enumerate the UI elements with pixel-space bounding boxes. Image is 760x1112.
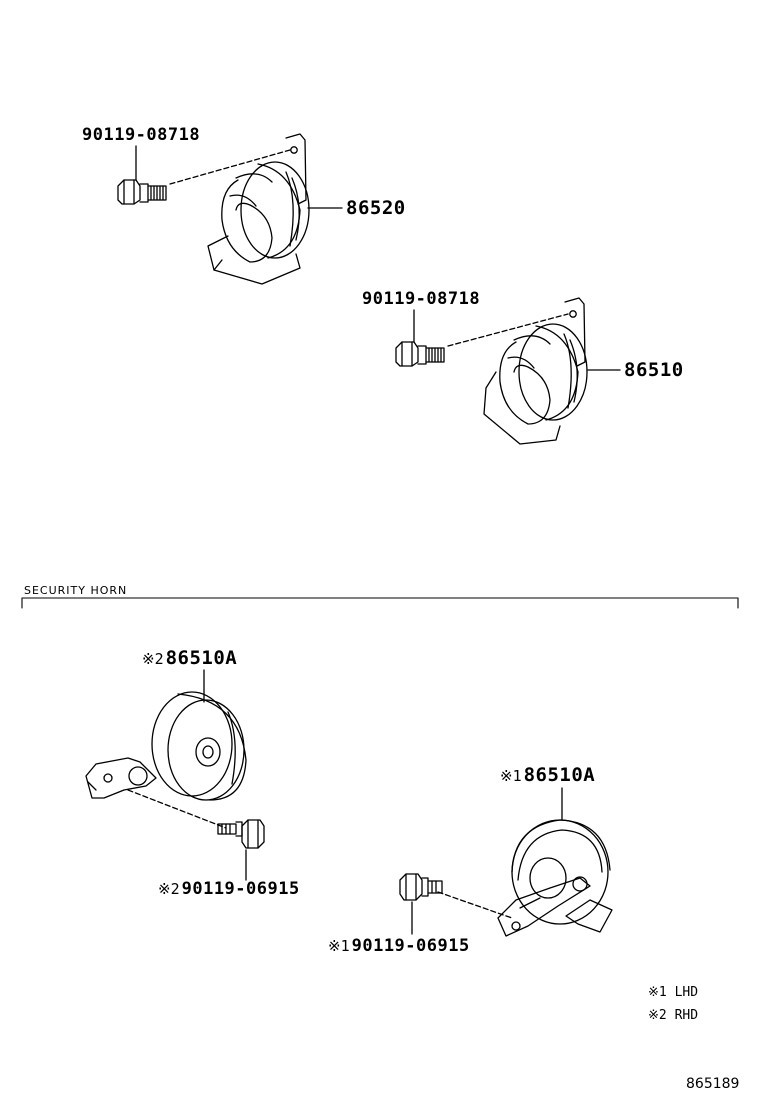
security-section-title: SECURITY HORN [24,584,128,597]
bolt-lhd-illustration [399,873,443,901]
part-label-bolt-upper[interactable]: 90119-08718 [82,125,201,145]
part-label-horn-86510[interactable]: 86510 [624,359,684,381]
horn-86510-illustration [483,297,588,445]
lhd-mark: ※1 [500,767,522,785]
security-horn-rhd-illustration [85,691,247,801]
part-number-horn-rhd: 86510A [165,647,238,669]
bolt-upper-illustration [117,179,167,205]
legend-mark: ※1 [648,985,667,1000]
legend-text: RHD [674,1008,699,1023]
lhd-mark: ※1 [328,937,350,955]
part-number-bolt-rhd: 90119-06915 [181,879,300,899]
bolt-rhd-illustration [217,819,265,849]
rhd-mark: ※2 [158,880,180,898]
bolt-upper-dash-line [169,149,291,185]
legend-text: LHD [674,985,699,1000]
diagram-code: 865189 [686,1076,740,1092]
part-label-bolt-lower[interactable]: 90119-08718 [362,289,481,309]
legend-mark: ※2 [648,1008,667,1023]
security-horn-lhd-illustration [497,819,613,937]
security-lhd-dash-line [437,891,513,919]
security-rhd-dash-line [127,789,227,829]
security-section-bracket [21,597,739,609]
part-number-bolt-lhd: 90119-06915 [351,936,470,956]
bolt-lower-illustration [395,341,445,367]
part-label-horn-86520[interactable]: 86520 [346,197,406,219]
bolt-lower-dash-line [447,313,569,347]
horn-86520-illustration [207,133,310,285]
part-number-horn-lhd: 86510A [523,764,596,786]
rhd-mark: ※2 [142,650,164,668]
legend-item-lhd: ※1 LHD [648,986,698,999]
legend-item-rhd: ※2 RHD [648,1009,698,1022]
